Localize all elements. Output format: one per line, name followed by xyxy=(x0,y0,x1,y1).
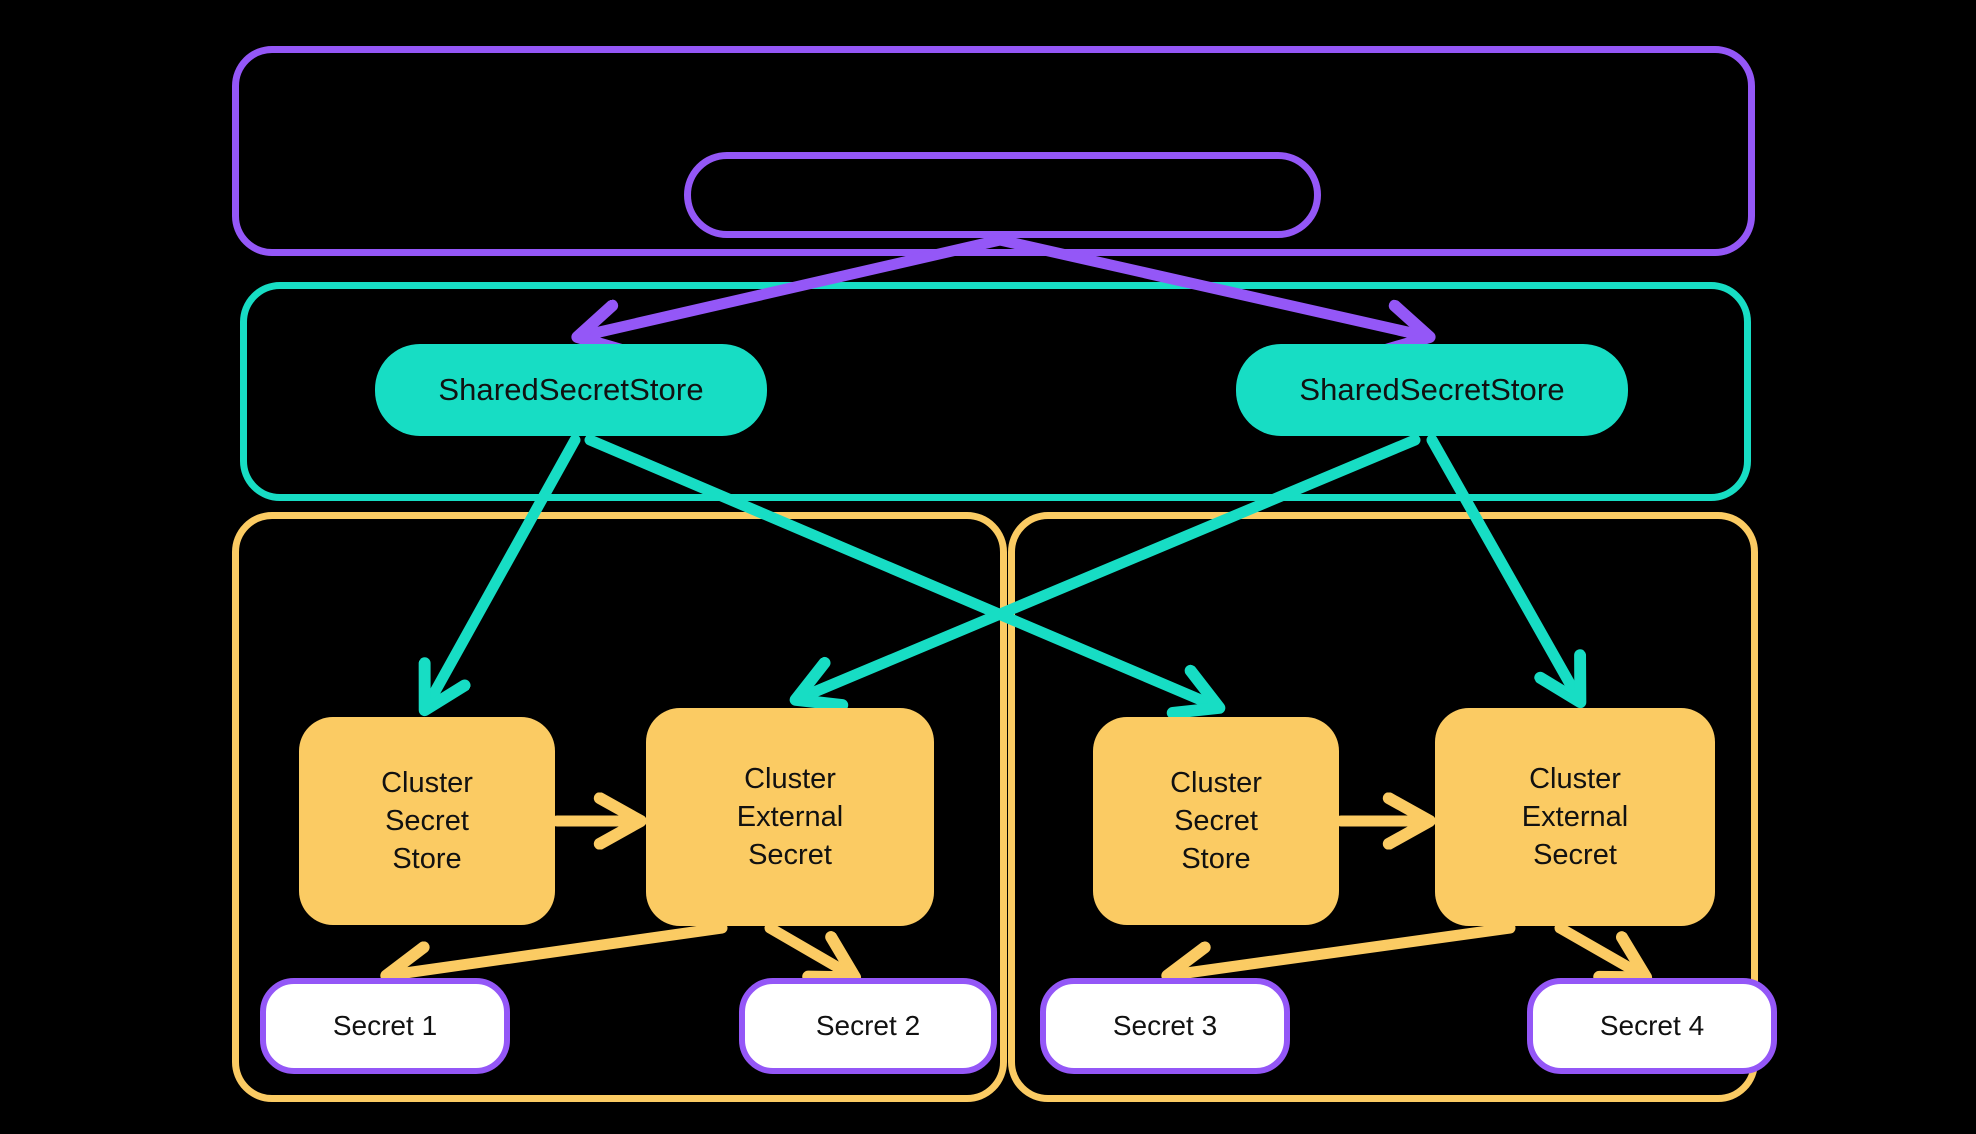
cluster-secret-store-a-line3: Store xyxy=(392,843,462,876)
secret-3-node[interactable]: Secret 3 xyxy=(1040,978,1290,1074)
shared-secret-store-left[interactable]: SharedSecretStore xyxy=(375,344,767,436)
shared-secret-store-right[interactable]: SharedSecretStore xyxy=(1236,344,1628,436)
cluster-secret-store-b-label: Cluster Secret Store xyxy=(1170,764,1262,879)
cluster-secret-store-b-line1: Cluster xyxy=(1170,766,1262,799)
inner-purple-container xyxy=(684,152,1321,238)
secret-1-label: Secret 1 xyxy=(332,1010,438,1041)
cluster-secret-store-b-line2: Secret xyxy=(1174,804,1258,837)
cluster-secret-store-a-line1: Cluster xyxy=(381,766,473,799)
cluster-external-secret-a[interactable]: Cluster External Secret xyxy=(646,708,934,926)
cluster-external-secret-b[interactable]: Cluster External Secret xyxy=(1435,708,1715,926)
shared-secret-store-left-label: SharedSecretStore xyxy=(438,372,704,407)
cluster-secret-store-a[interactable]: Cluster Secret Store xyxy=(299,717,555,925)
cluster-external-secret-a-line3: Secret xyxy=(748,839,832,872)
secret-3-label: Secret 3 xyxy=(1112,1010,1218,1041)
cluster-external-secret-b-label: Cluster External Secret xyxy=(1522,760,1628,875)
secret-4-node[interactable]: Secret 4 xyxy=(1527,978,1777,1074)
secret-4-label: Secret 4 xyxy=(1599,1010,1705,1041)
cluster-external-secret-b-line2: External xyxy=(1521,800,1629,833)
cluster-secret-store-b-line3: Store xyxy=(1181,843,1251,876)
cluster-external-secret-a-label: Cluster External Secret xyxy=(737,760,843,875)
shared-secret-store-right-label: SharedSecretStore xyxy=(1299,372,1565,407)
secret-2-node[interactable]: Secret 2 xyxy=(739,978,997,1074)
secret-2-label: Secret 2 xyxy=(815,1010,921,1041)
cluster-secret-store-b[interactable]: Cluster Secret Store xyxy=(1093,717,1339,925)
cluster-external-secret-a-line2: External xyxy=(736,800,844,833)
cluster-external-secret-b-line3: Secret xyxy=(1533,839,1617,872)
cluster-external-secret-a-line1: Cluster xyxy=(744,762,836,795)
cluster-secret-store-a-line2: Secret xyxy=(385,804,469,837)
secret-1-node[interactable]: Secret 1 xyxy=(260,978,510,1074)
cluster-external-secret-b-line1: Cluster xyxy=(1529,762,1621,795)
cluster-secret-store-a-label: Cluster Secret Store xyxy=(381,764,473,879)
